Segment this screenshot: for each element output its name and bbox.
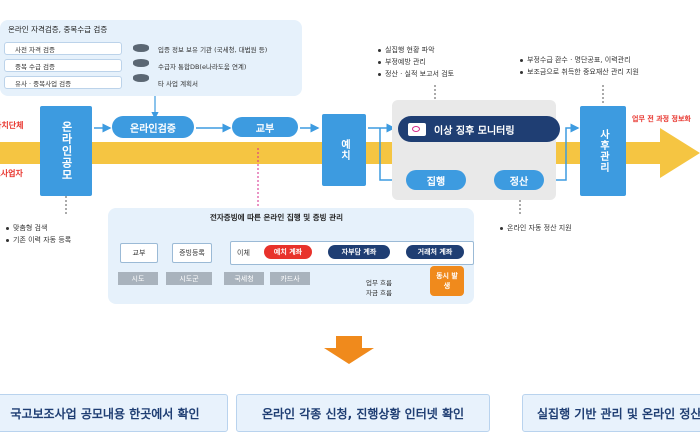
middle-notes: 실집행 현황 파악 부정예방 관리 정산 · 실적 보고서 검토: [378, 44, 454, 80]
bottom-button-apply: 온라인 각종 신청, 진행상황 인터넷 확인: [236, 394, 490, 432]
check-pre-qualification: 사전 자격 검증: [4, 42, 122, 55]
note-auto-history: 기존 이력 자동 등록: [13, 236, 72, 244]
deposit-box: 예치: [322, 114, 366, 186]
db-label-integrated: 수급자 통합DB(e나라도움 연계): [158, 63, 247, 71]
bottom-button-settlement: 실집행 기반 관리 및 온라인 정산: [522, 394, 700, 432]
source-card-company: 카드사: [270, 272, 310, 285]
legend-work-flow: 업무 흐름: [366, 279, 392, 287]
right-label: 업무 전 과정 정보화: [632, 115, 691, 123]
grant-pill: 교부: [232, 117, 298, 137]
online-verify-pill: 온라인검증: [112, 116, 194, 138]
note-recovery: 부정수급 환수 · 명단공표, 이력관리: [527, 56, 631, 64]
vendor-account-pill: 거래처 계좌: [406, 245, 464, 259]
evidence-register-box: 증빙등록: [172, 243, 212, 263]
transfer-label: 이체: [237, 249, 250, 257]
check-similar-program: 유사 · 중복사업 검증: [4, 76, 122, 89]
monitor-icon: [408, 122, 426, 136]
note-custom-search: 맞춤형 검색: [13, 224, 48, 232]
bottom-button-notice: 국고보조사업 공모내용 한곳에서 확인: [0, 394, 228, 432]
monitoring-label: 이상 징후 모니터링: [434, 125, 515, 137]
self-account-pill: 자부담 계좌: [328, 245, 390, 259]
evidence-panel-title: 전자증빙에 따른 온라인 집행 및 증빙 관리: [210, 213, 343, 222]
monitoring-pill: 이상 징후 모니터링: [398, 116, 560, 142]
source-tax-office: 국세청: [224, 272, 264, 285]
verify-panel-title: 온라인 자격검증, 중복수급 검증: [8, 25, 108, 34]
label-local-gov: 자치단체: [0, 121, 24, 130]
left-bottom-notes: 맞춤형 검색 기존 이력 자동 등록: [6, 222, 71, 246]
check-duplicate-benefit: 중복 수급 검증: [4, 59, 122, 72]
db-label-agencies: 입증 정보 보유 기관 (국세청, 대법원 등): [158, 46, 268, 54]
down-arrow: [324, 336, 374, 364]
note-auto-settlement: 온라인 자동 정산 지원: [507, 224, 572, 232]
simultaneous-badge: 동시 발생: [430, 266, 464, 296]
note-report-review: 정산 · 실적 보고서 검토: [385, 70, 455, 78]
source-sigungu: 시도군: [166, 272, 212, 285]
legend-fund-flow: 자금 흐름: [366, 289, 392, 297]
settlement-pill: 정산: [494, 170, 544, 190]
post-mgmt-box: 사후관리: [580, 106, 626, 196]
db-label-other-plans: 타 사업 계획서: [158, 80, 199, 88]
execution-pill: 집행: [406, 170, 466, 190]
database-icon: [133, 40, 151, 90]
label-subsidy-operator: 보조사업자: [0, 169, 23, 178]
right-notes: 부정수급 환수 · 명단공표, 이력관리 보조금으로 취득한 중요재산 관리 지…: [520, 54, 639, 78]
right-bottom-notes: 온라인 자동 정산 지원: [500, 222, 572, 234]
deposit-account-pill: 예치 계좌: [264, 245, 312, 259]
online-notice-box: 온라인공모: [40, 106, 92, 196]
note-actual-execution: 실집행 현황 파악: [385, 46, 435, 54]
note-fraud-prevention: 부정예방 관리: [385, 58, 426, 66]
evidence-grant-box: 교부: [120, 243, 158, 263]
note-asset-mgmt: 보조금으로 취득한 중요재산 관리 지원: [527, 68, 639, 76]
source-sido: 시도: [118, 272, 158, 285]
